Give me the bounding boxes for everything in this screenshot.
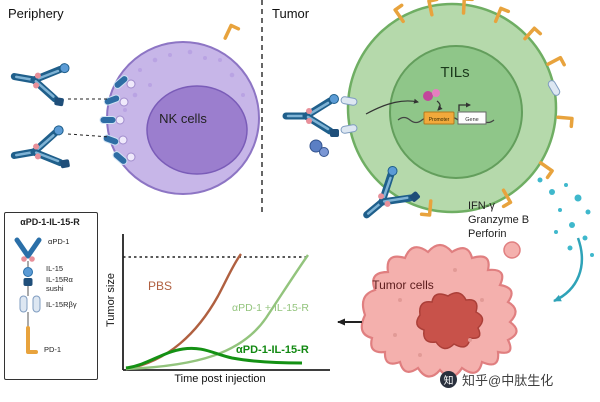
fusion-antibody-icon-2	[11, 125, 71, 176]
nk-cell-label: NK cells	[159, 111, 207, 126]
tumor-speckles	[393, 268, 484, 357]
series-label-combo: αPD-1 + IL-15-R	[232, 302, 309, 314]
zhihu-logo-icon: 知	[440, 371, 457, 388]
legend-item-il15ra-sushi: IL-15Rα sushi	[46, 275, 73, 293]
series-label-pbs: PBS	[148, 279, 173, 293]
chart-x-axis-label: Time post injection	[174, 373, 266, 385]
nk-granules	[123, 49, 245, 112]
watermark: 知 知乎@中肽生化	[440, 370, 553, 389]
tumor-growth-chart	[122, 234, 330, 371]
series-label-fusion: αPD-1-IL-15-R	[236, 344, 309, 356]
chart-y-axis-label: Tumor size	[105, 273, 117, 327]
fusion-antibody-icon-1	[11, 55, 71, 106]
legend-item-il15: IL-15	[46, 264, 64, 273]
tumor-cells-label: Tumor cells	[372, 278, 434, 292]
secretion-arrow	[553, 237, 584, 303]
secreted-factors-list: IFN-γ Granzyme B Perforin	[468, 199, 529, 241]
legend-title: αPD-1-IL-15-R	[20, 217, 80, 227]
pd1-hook-icon	[223, 23, 241, 44]
gene-box-label: Gene	[465, 117, 478, 123]
periphery-section-label: Periphery	[8, 6, 64, 21]
legend-construct-art	[14, 237, 42, 354]
factor-granzyme-b: Granzyme B	[468, 214, 530, 226]
factor-ifn-gamma: IFN-γ	[468, 200, 495, 212]
combo-curve	[125, 254, 309, 371]
watermark-text: 知乎@中肽生化	[462, 373, 554, 388]
binding-dashed-line-2	[67, 133, 111, 138]
gene-schematic: Promoter Gene	[397, 89, 495, 125]
promoter-box-label: Promoter	[429, 117, 450, 123]
legend-item-apd1: αPD-1	[48, 237, 70, 246]
secretion-dots	[537, 177, 594, 257]
nk-cell	[99, 23, 260, 195]
fusion-curve	[125, 346, 303, 370]
tumor-section-label: Tumor	[272, 6, 310, 21]
legend-item-il15rbg: IL-15Rβγ	[46, 300, 77, 309]
factor-perforin: Perforin	[468, 228, 507, 240]
nk-membrane-receptors	[99, 73, 136, 167]
legend-item-pd1: PD-1	[44, 345, 62, 354]
fusion-antibody-icon-3	[286, 95, 339, 157]
tils-label: TILs	[440, 64, 470, 81]
construct-legend-box	[4, 212, 98, 380]
tumor-cells-blob	[360, 241, 521, 378]
tils-cell: Promoter Gene	[340, 0, 574, 217]
signal-arrow	[365, 98, 419, 115]
